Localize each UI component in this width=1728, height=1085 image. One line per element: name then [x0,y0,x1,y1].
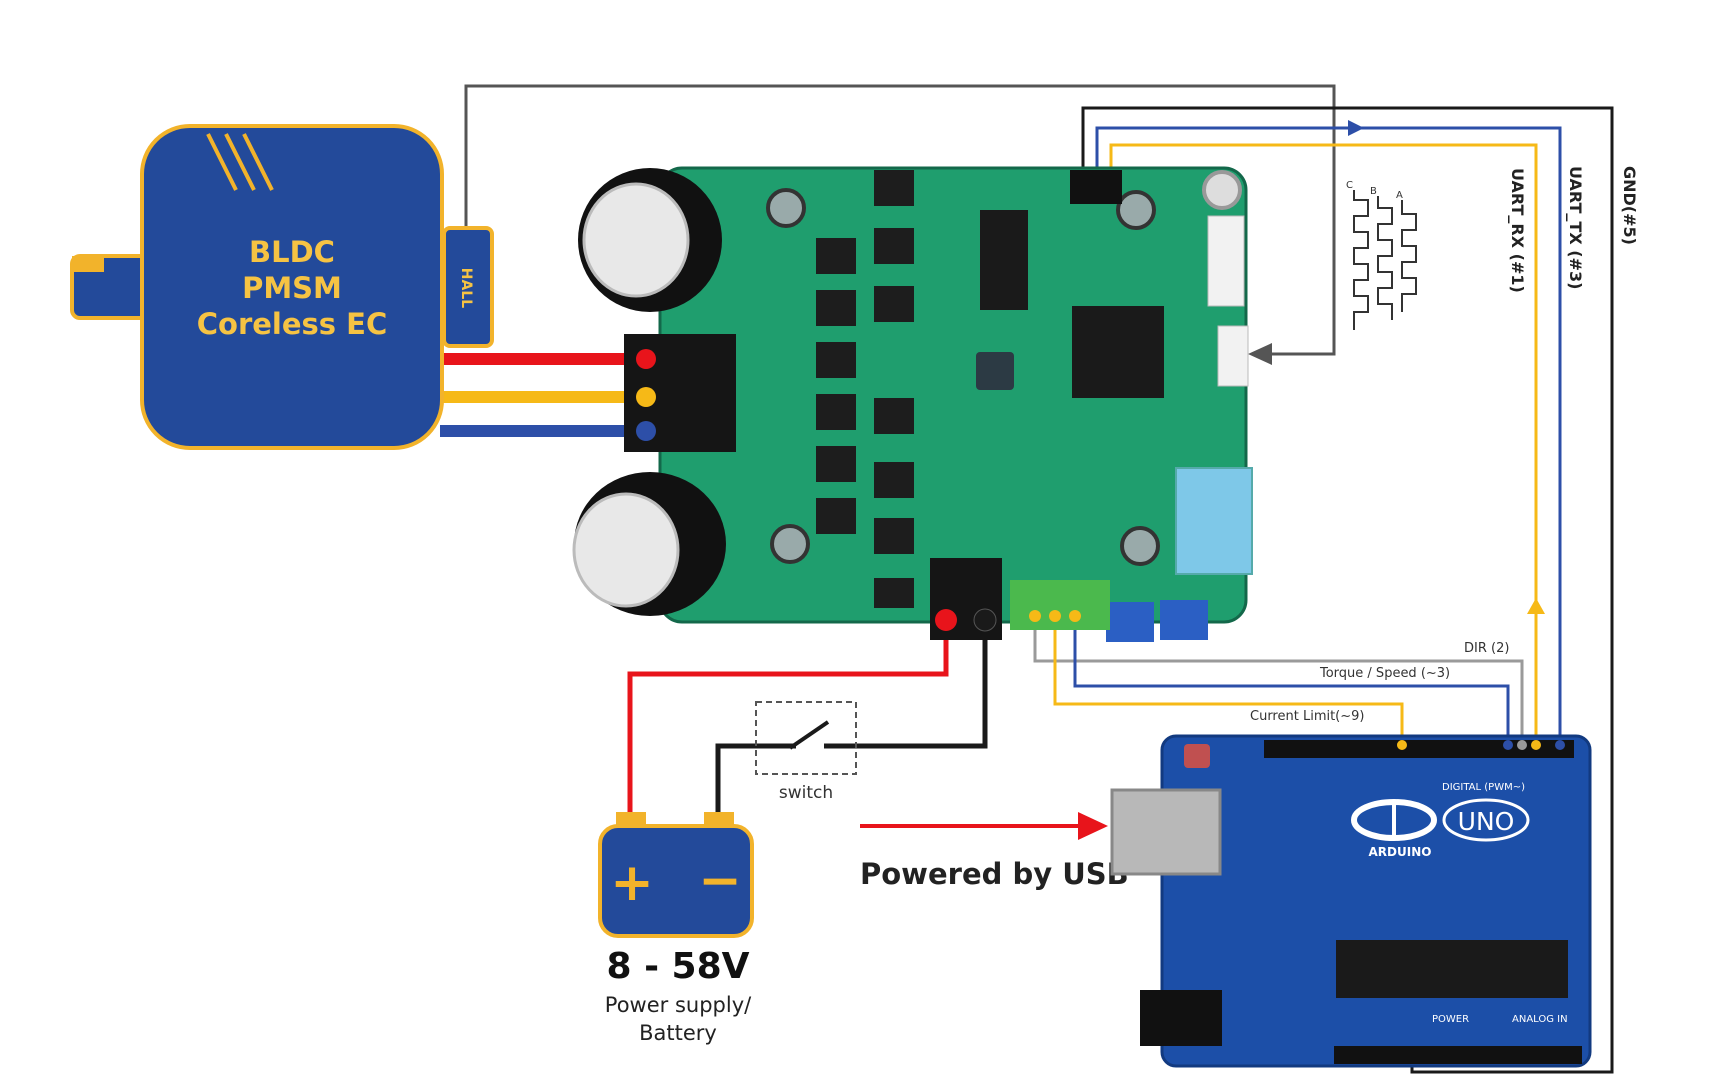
power-terminal-negative [973,608,997,632]
arduino-model-label: UNO [1458,807,1515,836]
waveform-b [1377,196,1393,320]
capacitor-bottom-cap [572,492,680,608]
current-limit-label: Current Limit(~9) [1250,709,1365,724]
motor-label-bldc: BLDC [249,235,335,269]
controller-board [572,166,1253,642]
arduino-model-badge [1442,798,1530,842]
torque-speed-label: Torque / Speed (~3) [1319,666,1450,681]
phase-terminal-screw-3 [636,421,656,441]
microcontroller-chip [1072,306,1164,398]
waveform-a [1401,200,1417,312]
potentiometer-1 [1106,602,1154,642]
uart-header [1070,170,1122,204]
power-caption-line1: Power supply/ [605,993,752,1017]
motor-stripe-2 [224,133,256,191]
power-switch: switch [755,701,857,803]
arduino-uno: UNO ARDUINO DIGITAL (PWM~) POWER ANALOG … [1110,734,1592,1068]
hall-connector [442,226,494,348]
arduino-logo-icon [1351,799,1437,841]
gnd-wire [1081,106,1614,1074]
mount-hole-2 [1116,190,1156,230]
mount-hole-5 [1202,170,1242,210]
power-terminal-positive [935,609,957,631]
hall-label: HALL [458,268,474,308]
voltage-label: 8 - 58V [606,946,749,987]
dir-label: DIR (2) [1464,641,1509,656]
gnd-label: GND(#5) [1620,166,1639,245]
battery-minus-icon: − [698,851,742,911]
power-caption-line2: Battery [639,1021,717,1045]
dir-wire [1033,628,1524,740]
arduino-dc-jack [1140,990,1222,1046]
uart-rx-wire [1109,143,1538,740]
arduino-digital-label: DIGITAL (PWM~) [1442,782,1525,793]
phase-terminal-screw-2 [636,387,656,407]
arduino-power-label: POWER [1432,1014,1469,1025]
battery-body [598,824,754,938]
arduino-brand-label: ARDUINO [1369,845,1432,859]
motor-label-coreless: Coreless EC [197,307,388,341]
switch-label: switch [779,783,833,803]
arduino-pin-tx [1555,740,1565,750]
motor-stripe-3 [242,133,274,191]
arduino-usb-port [1110,788,1222,876]
waveform-letter-a: A [1396,190,1403,201]
arduino-digital-header [1264,740,1574,758]
uart-tx-wire [1095,126,1562,740]
battery-plus-icon: + [610,853,654,913]
usb-label: Powered by USB [860,857,1129,891]
motor-label-pmsm: PMSM [242,271,342,305]
usb-arrowhead [1078,812,1108,840]
torque-speed-wire [1073,628,1510,740]
uart-tx-arrowhead [1348,120,1364,136]
hall-waveforms [1353,190,1417,330]
switch-outline [755,701,857,775]
power-wire-red [627,620,949,814]
motor-stripe-1 [206,133,238,191]
arduino-analog-label: ANALOG IN [1512,1014,1568,1025]
arduino-pin-torque-speed [1503,740,1513,750]
mount-hole-1 [766,188,806,228]
waveform-letter-b: B [1370,186,1377,197]
potentiometer-2 [1160,600,1208,640]
mosfet-array [816,170,914,608]
battery: + − 8 - 58V Power supply/ Battery [598,812,754,1045]
driver-chip [980,210,1028,310]
uart-rx-label: UART_RX (#1) [1508,168,1527,293]
current-limit-wire [1053,628,1404,740]
capacitor-top-cap [582,182,690,298]
waveform-letter-c: C [1346,180,1353,191]
hall-cable [464,84,1336,356]
inductor [976,352,1014,390]
motor-shaft-tab [72,256,104,272]
arduino-pin-current-limit [1397,740,1407,750]
arduino-mcu-chip [1336,940,1568,998]
signal-pin-1 [1029,610,1041,622]
arduino-pin-dir [1517,740,1527,750]
motor: BLDC PMSM Coreless EC HALL [70,124,494,450]
mount-hole-4 [1120,526,1160,566]
arduino-power-header [1334,1046,1582,1064]
usb-connector [1207,215,1245,307]
hall-arrowhead [1248,343,1272,365]
arduino-pin-rx [1531,740,1541,750]
uart-rx-arrowhead [1527,598,1545,614]
waveform-c [1353,190,1369,330]
signal-pin-2 [1049,610,1061,622]
uart-tx-label: UART_TX (#3) [1566,166,1585,289]
arduino-reset-button [1184,744,1210,768]
power-wire-black-battery [715,743,796,814]
sensor-module [1175,467,1253,575]
phase-terminal-screw-1 [636,349,656,369]
mount-hole-3 [770,524,810,564]
hall-port [1217,325,1249,387]
signal-pin-3 [1069,610,1081,622]
signal-terminal [1010,580,1110,630]
switch-lever [788,720,830,750]
power-wire-black [824,620,988,749]
